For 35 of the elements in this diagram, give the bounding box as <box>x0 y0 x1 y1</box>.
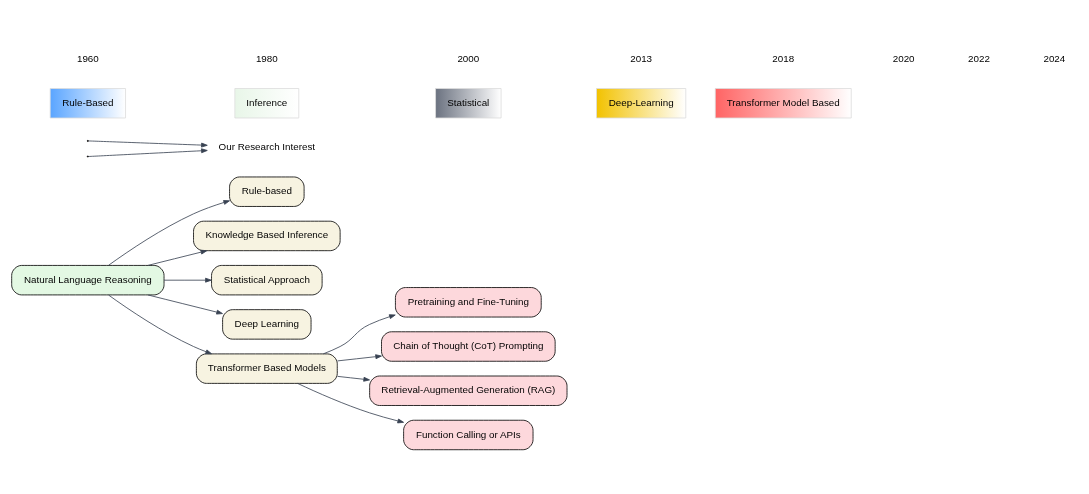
node-box: Chain of Thought (CoT) Prompting <box>381 331 556 362</box>
node-box: Inference <box>234 88 300 119</box>
node-box: Function Calling or APIs <box>403 419 534 451</box>
label: 1960 <box>76 52 99 64</box>
node-box: Transformer Model Based <box>714 88 852 119</box>
label: 2018 <box>772 52 795 64</box>
node-box: Statistical <box>435 88 502 119</box>
label: 2000 <box>457 52 480 64</box>
label: 2022 <box>968 52 990 64</box>
label: 2020 <box>892 52 915 64</box>
label: 1980 <box>255 52 278 64</box>
node-text: Our Research Interest <box>218 141 316 153</box>
arrow <box>88 148 208 157</box>
arrow <box>337 375 370 382</box>
node-box: Pretraining and Fine-Tuning <box>395 287 542 318</box>
arrow <box>297 383 404 424</box>
arrow <box>147 294 223 315</box>
node-box: Statistical Approach <box>211 265 323 296</box>
arrow <box>337 354 382 362</box>
arrow <box>88 140 208 148</box>
node-box: Rule-Based <box>49 88 126 119</box>
node-box: Transformer Based Models <box>196 353 338 384</box>
node-box: Retrieval-Augmented Generation (RAG) <box>369 375 568 406</box>
node-box: Deep-Learning <box>596 88 687 119</box>
node-box: Natural Language Reasoning <box>11 265 165 296</box>
arrow <box>163 277 212 283</box>
arrow <box>323 314 396 355</box>
node-box: Deep Learning <box>222 309 312 340</box>
label: 2024 <box>1043 52 1066 64</box>
arrow <box>108 294 212 355</box>
arrow <box>108 200 230 266</box>
node-box: Rule-based <box>229 176 305 207</box>
label: 2013 <box>630 52 653 64</box>
arrow <box>147 249 208 266</box>
node-box: Knowledge Based Inference <box>193 220 341 252</box>
